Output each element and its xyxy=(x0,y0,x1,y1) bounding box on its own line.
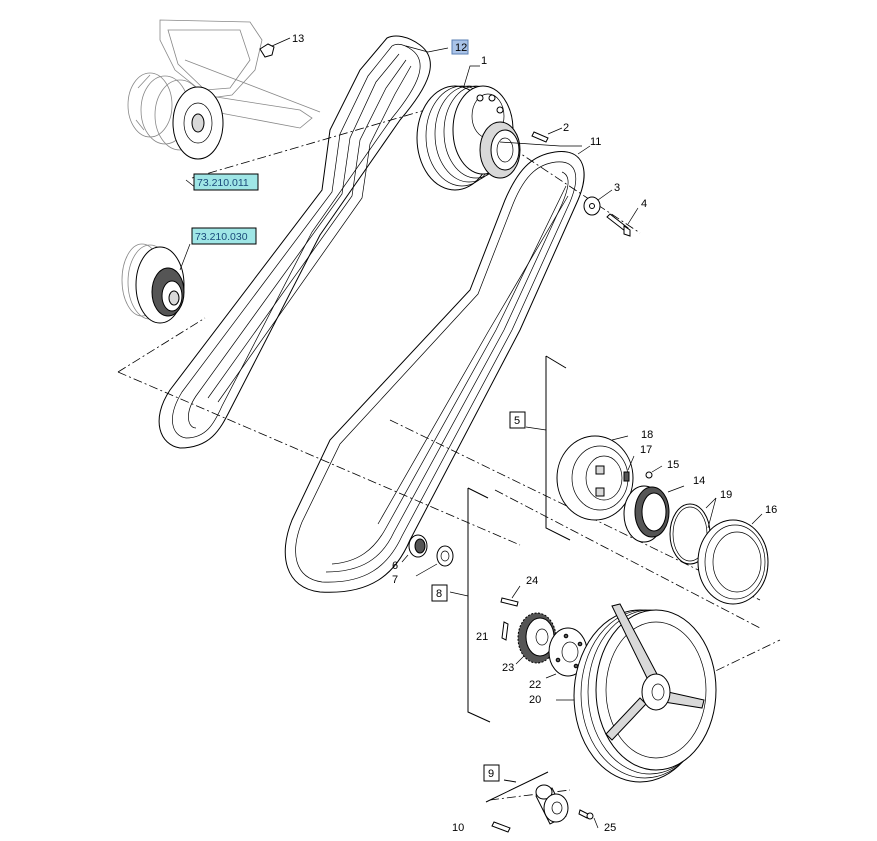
plate-18 xyxy=(556,435,634,521)
belt-12 xyxy=(158,35,431,449)
callout-23: 23 xyxy=(502,662,514,674)
callout-14: 14 xyxy=(693,475,705,487)
callout-12: 12 xyxy=(455,42,467,54)
reference-label-tensioner: 73.210.030 xyxy=(195,231,248,243)
callout-4: 4 xyxy=(641,198,647,210)
callout-10: 10 xyxy=(452,822,464,834)
callout-17: 17 xyxy=(640,444,652,456)
highlight-callout-12[interactable]: 12 xyxy=(451,39,469,55)
callout-1: 1 xyxy=(481,55,487,67)
bolt-4 xyxy=(606,207,639,237)
bolt-24 xyxy=(500,585,521,607)
leader-lines xyxy=(179,45,717,529)
bracket-5 xyxy=(525,355,571,541)
pulley-1 xyxy=(416,85,521,191)
callout-8: 8 xyxy=(436,588,442,600)
box-5 xyxy=(509,411,526,429)
tensioner-pulley-ghost xyxy=(121,243,185,324)
callout-19: 19 xyxy=(720,489,732,501)
bearing-6 xyxy=(401,534,428,563)
screw-15 xyxy=(645,465,663,479)
key-21 xyxy=(501,621,509,641)
clutch-ring-14 xyxy=(623,485,685,543)
reference-label-idler: 73.210.011 xyxy=(197,177,249,189)
callout-7: 7 xyxy=(392,574,398,586)
callout-5: 5 xyxy=(514,415,520,427)
key-2 xyxy=(531,127,563,143)
box-8 xyxy=(431,584,448,602)
belt-11 xyxy=(284,151,585,593)
bolt-13 xyxy=(259,37,291,58)
callouts: 1 2 3 4 6 7 10 11 13 14 15 16 17 18 19 2… xyxy=(292,33,777,834)
pulley-20 xyxy=(556,603,717,783)
callout-18: 18 xyxy=(641,429,653,441)
pin-17 xyxy=(623,455,635,482)
washer-3 xyxy=(583,189,613,216)
callout-6: 6 xyxy=(392,560,398,572)
callout-3: 3 xyxy=(614,182,620,194)
callout-15: 15 xyxy=(667,459,679,471)
bracket-9 xyxy=(485,771,549,803)
key-10 xyxy=(491,821,511,833)
bracket-8 xyxy=(449,487,491,723)
box-9 xyxy=(483,764,500,782)
callout-24: 24 xyxy=(526,575,538,587)
seal-7 xyxy=(415,545,454,577)
callout-25: 25 xyxy=(604,822,616,834)
callout-21: 21 xyxy=(476,631,488,643)
callout-9: 9 xyxy=(488,768,494,780)
boxed-callouts: 5 8 9 xyxy=(431,411,526,782)
callout-16: 16 xyxy=(765,504,777,516)
callout-13: 13 xyxy=(292,33,304,45)
hub-9 xyxy=(535,784,569,825)
idler-assembly-ghost xyxy=(127,19,321,160)
reference-link-tensioner[interactable]: 73.210.030 xyxy=(191,227,257,245)
callout-11: 11 xyxy=(590,136,601,148)
screw-25 xyxy=(578,809,599,829)
callout-2: 2 xyxy=(563,122,569,134)
callout-22: 22 xyxy=(529,679,541,691)
callout-20: 20 xyxy=(529,694,541,706)
reference-link-idler[interactable]: 73.210.011 xyxy=(193,173,259,191)
cover-16 xyxy=(697,513,769,605)
